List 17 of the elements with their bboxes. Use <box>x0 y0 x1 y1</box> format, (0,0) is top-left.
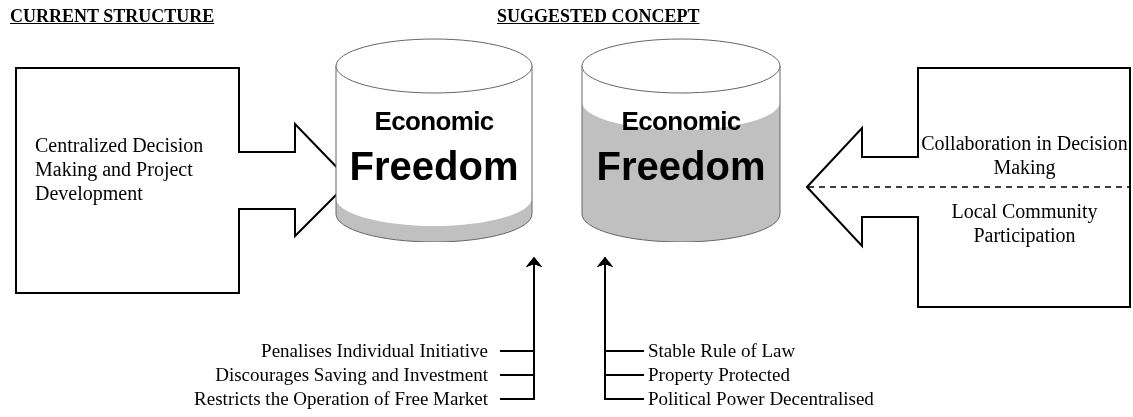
factor-label: Political Power Decentralised <box>644 387 964 411</box>
arrow <box>597 257 645 400</box>
arrow <box>499 257 542 400</box>
cylinder-label: Freedom <box>349 146 519 186</box>
factor-label: Discourages Saving and Investment <box>150 363 500 387</box>
block-arrow-text: Centralized Decision Making and Project Development <box>35 133 205 205</box>
block-arrow-text: Local Community Participation <box>950 199 1099 247</box>
cylinder-label: Freedom <box>596 146 766 186</box>
section-heading: SUGGESTED CONCEPT <box>497 5 700 28</box>
factor-label: Stable Rule of Law <box>644 339 964 363</box>
cylinder-label: Economic <box>374 108 494 134</box>
factor-label: Penalises Individual Initiative <box>150 339 500 363</box>
block-arrow-text: Collaboration in Decision Making <box>920 131 1129 179</box>
factor-label: Property Protected <box>644 363 964 387</box>
cylinder-label: Economic <box>621 108 741 134</box>
section-heading: CURRENT STRUCTURE <box>10 5 215 28</box>
factor-label: Restricts the Operation of Free Market <box>150 387 500 411</box>
